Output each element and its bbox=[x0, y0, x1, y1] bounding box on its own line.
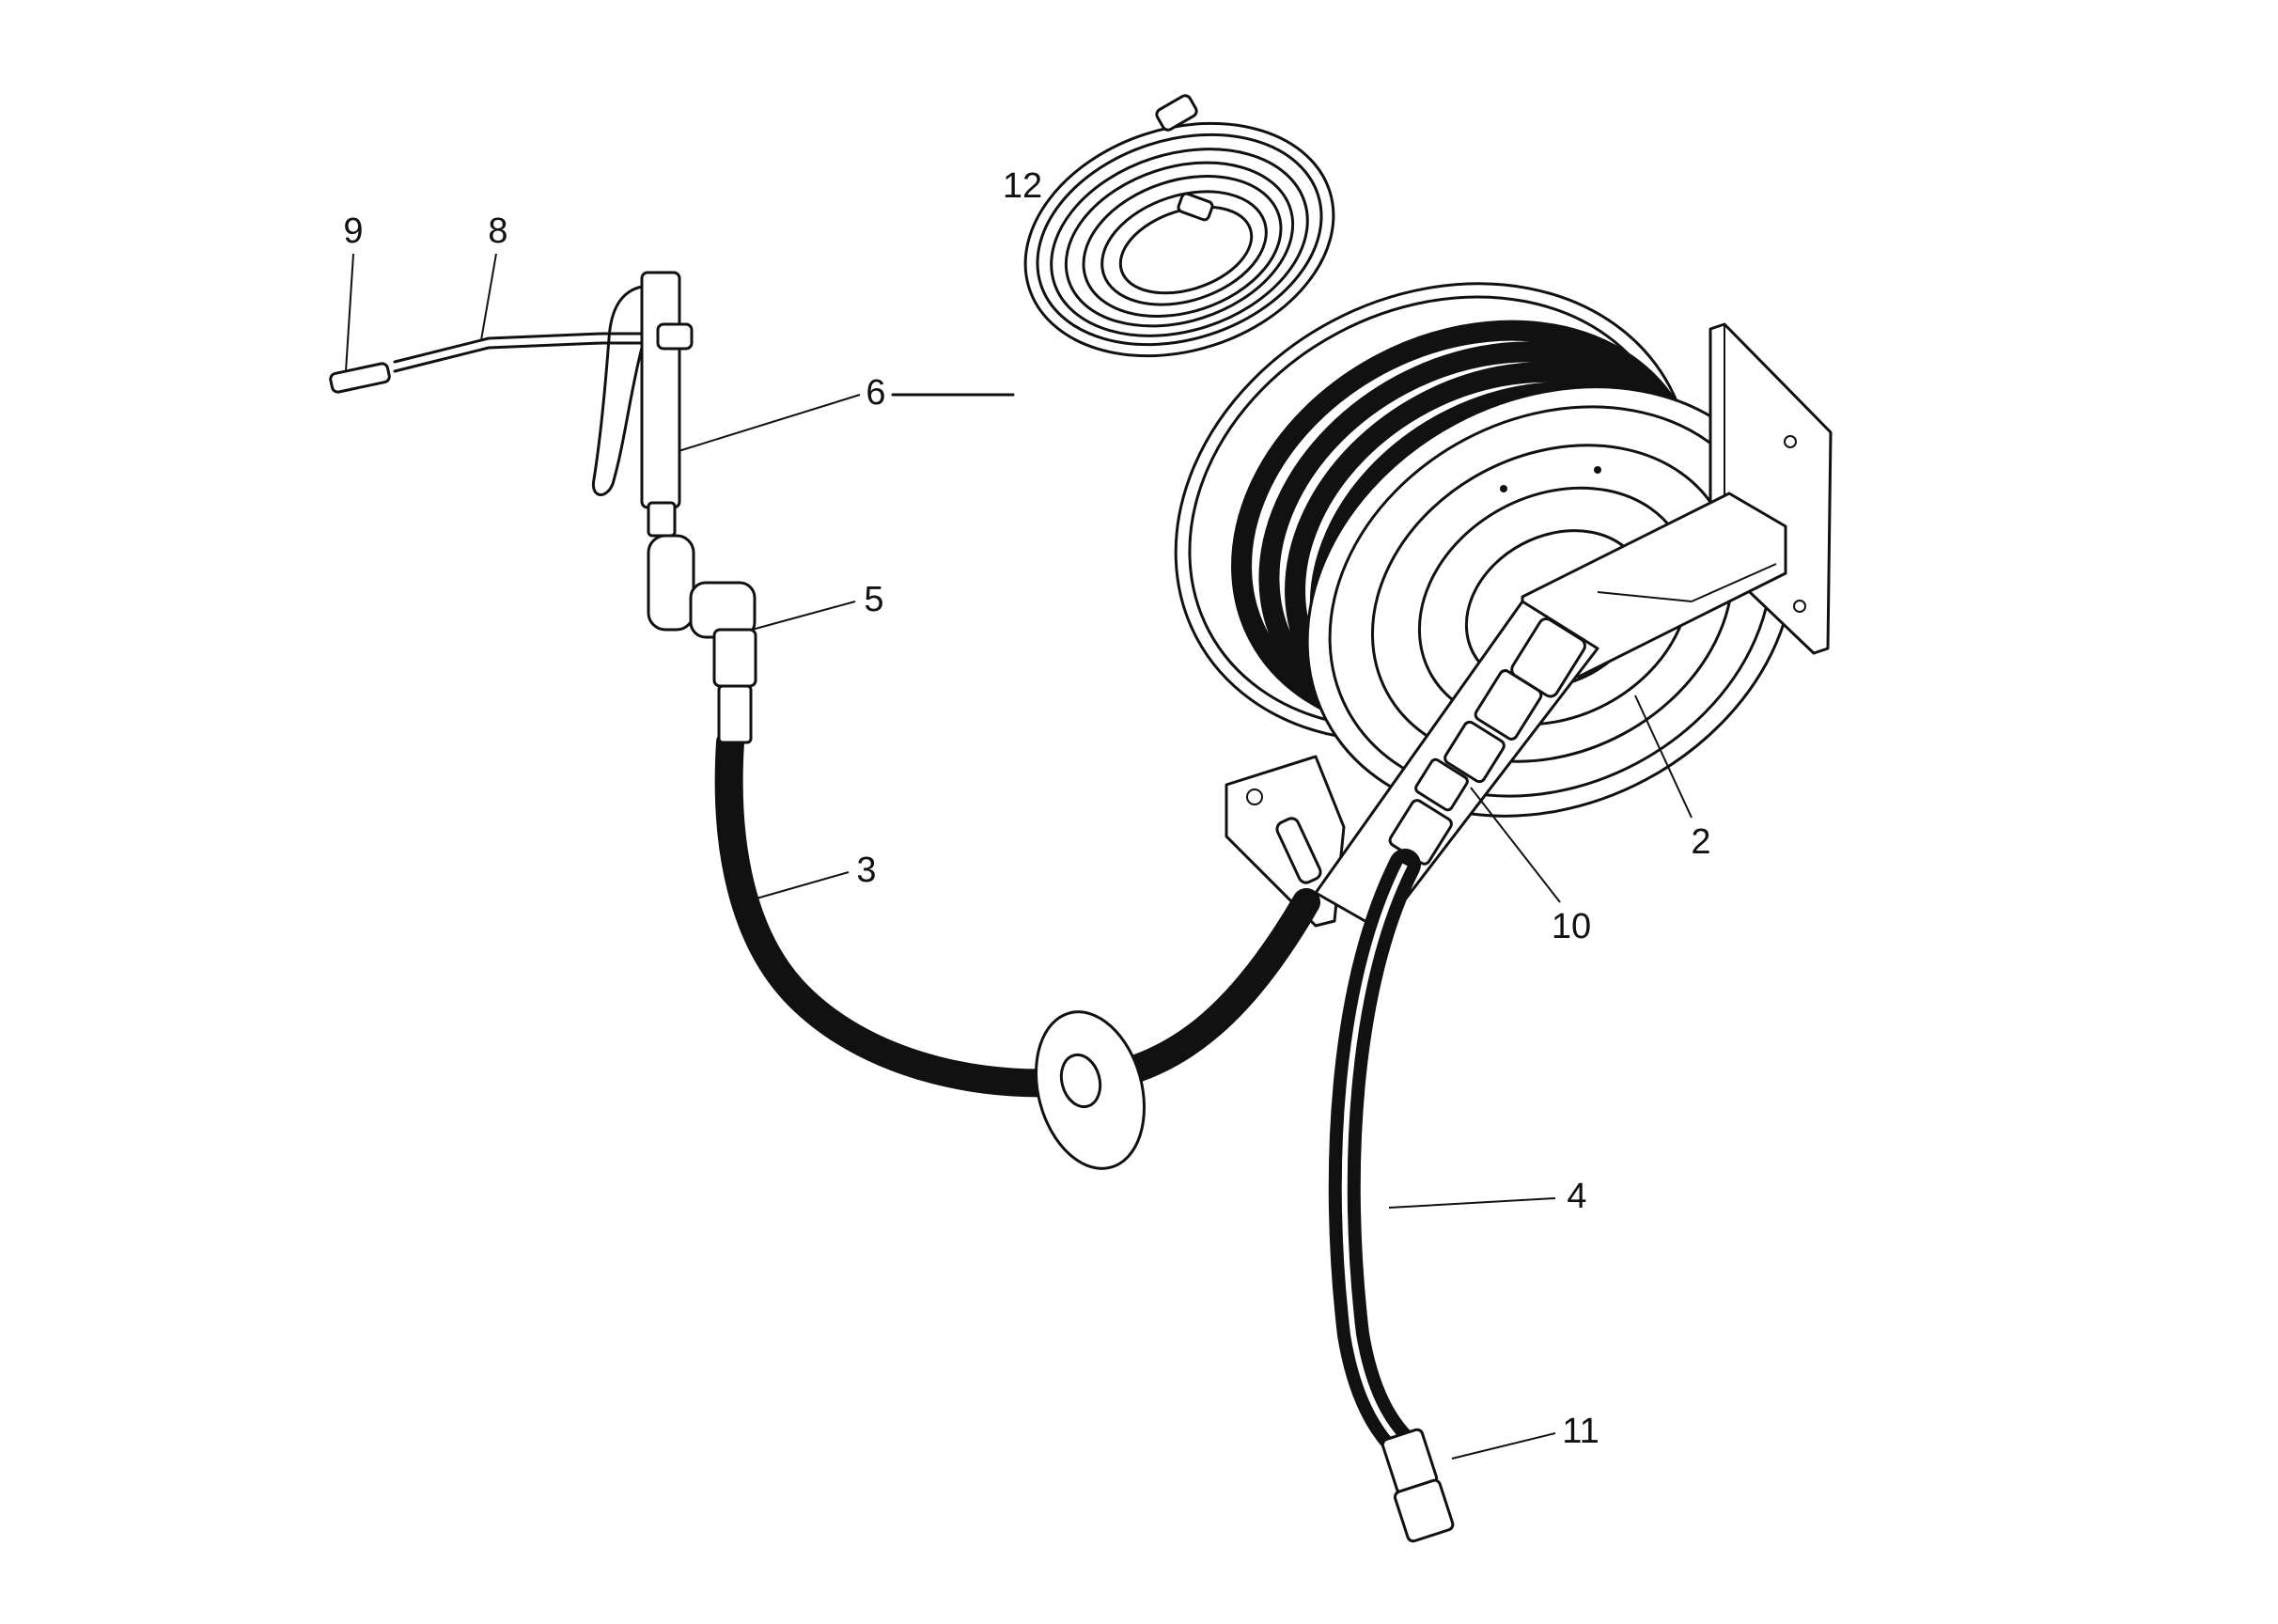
callout-2-label: 2 bbox=[1691, 822, 1710, 862]
callout-3-label: 3 bbox=[856, 851, 876, 890]
callout-8-label: 8 bbox=[488, 211, 507, 251]
callout-4-label: 4 bbox=[1567, 1177, 1586, 1216]
callout-10-label: 10 bbox=[1552, 907, 1591, 946]
swivel-fitting bbox=[1388, 617, 1586, 866]
callout-9-label: 9 bbox=[343, 211, 363, 251]
hose-guide-stop bbox=[1034, 1010, 1147, 1170]
gun-hose bbox=[714, 728, 1320, 1098]
supply-hose bbox=[1328, 849, 1426, 1468]
callout-12-label: 12 bbox=[1003, 166, 1042, 206]
callout-11-label: 11 bbox=[1562, 1412, 1599, 1451]
callouts: 9 8 12 6 5 3 2 10 4 11 bbox=[343, 166, 1711, 1460]
grease-gun bbox=[329, 271, 694, 538]
callout-5-label: 5 bbox=[864, 580, 883, 619]
swivel-elbow bbox=[647, 534, 757, 744]
hose-coil bbox=[1023, 94, 1335, 358]
callout-6-label: 6 bbox=[866, 373, 885, 413]
hose-end-fitting bbox=[1381, 1428, 1455, 1543]
